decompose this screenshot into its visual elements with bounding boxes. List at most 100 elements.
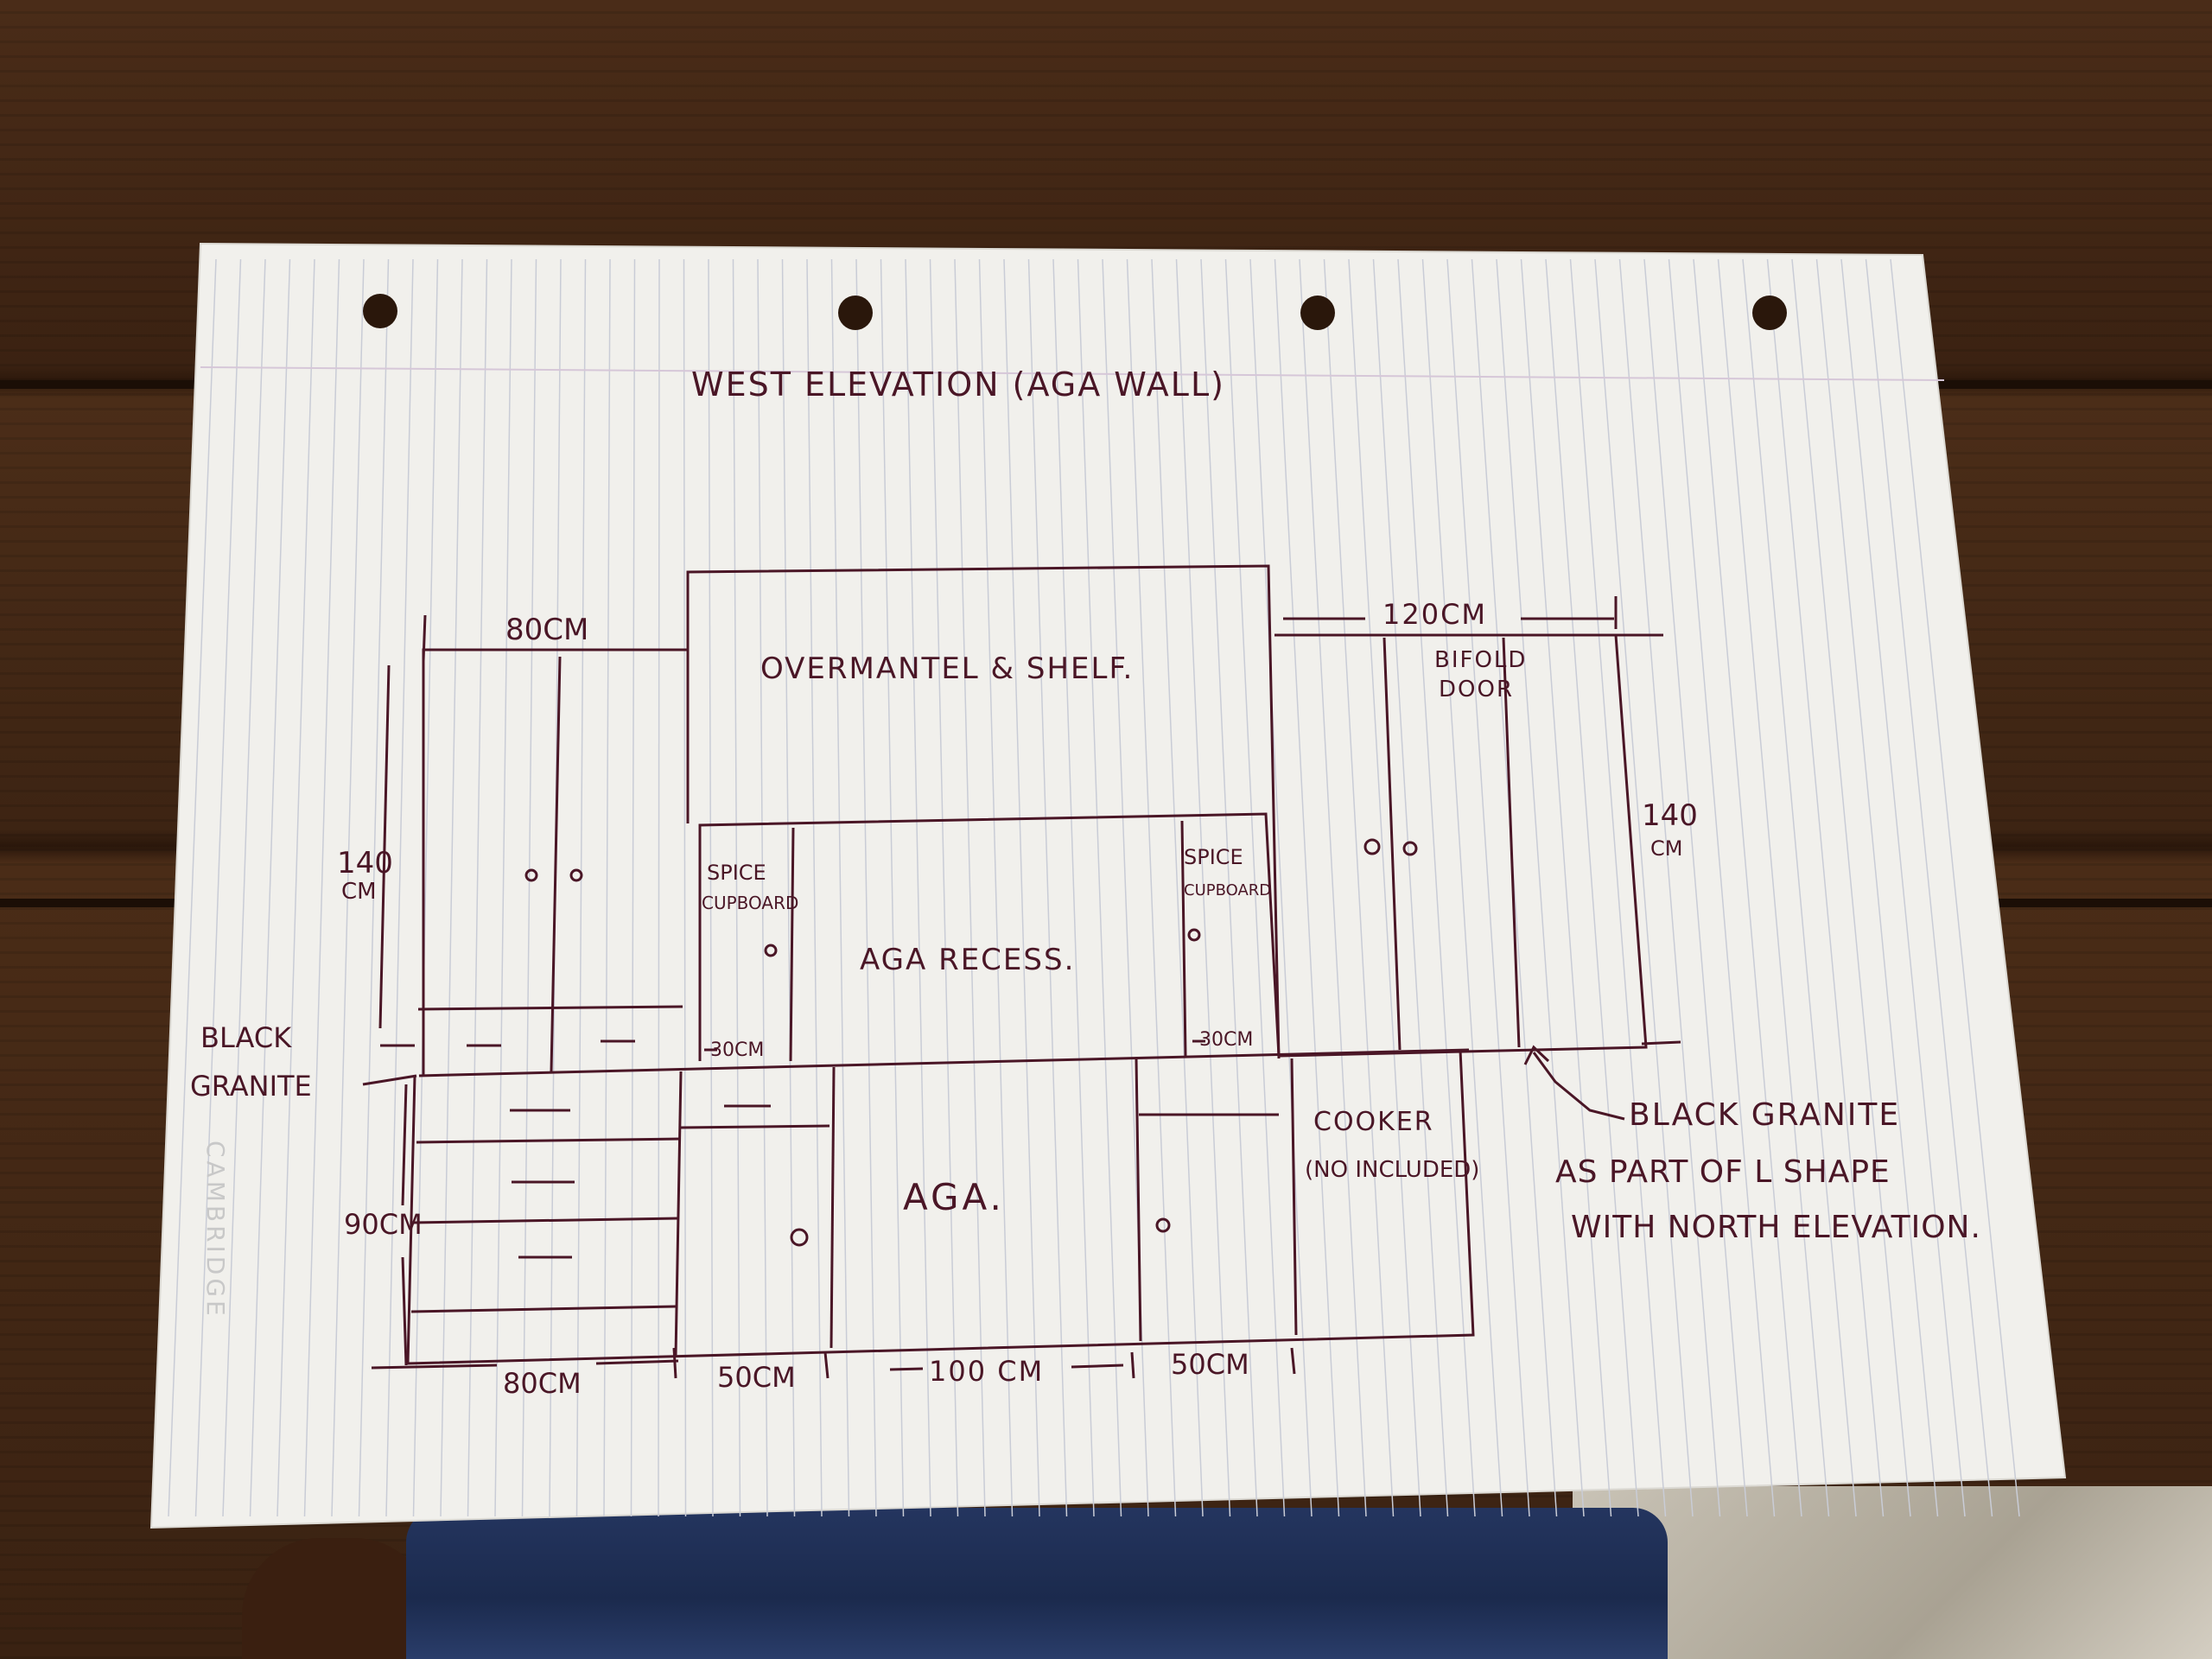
ruled-line	[929, 258, 959, 1517]
drawer-line	[410, 1305, 677, 1313]
ruled-line	[276, 258, 315, 1517]
drawer-line	[417, 1005, 683, 1011]
ruled-line	[303, 258, 340, 1517]
door-split	[550, 656, 562, 1072]
ruled-line	[1348, 258, 1421, 1517]
dim-left-height-unit: CM	[341, 879, 377, 905]
overmantel-outline	[686, 564, 1281, 1059]
ruled-line	[905, 258, 931, 1517]
knob	[1155, 1217, 1171, 1233]
dim-line	[401, 1084, 408, 1206]
ruled-line	[855, 258, 877, 1517]
unit-divider	[674, 1071, 683, 1357]
ruled-line	[1077, 258, 1122, 1517]
ruled-line	[732, 258, 741, 1517]
elevation-drawing	[362, 564, 1681, 1379]
page-title: WEST ELEVATION (AGA WALL)	[691, 365, 1225, 404]
dim-line	[1641, 1040, 1681, 1046]
ruled-line	[1052, 258, 1095, 1517]
ruled-line	[467, 258, 488, 1517]
cooker-label: COOKER	[1313, 1107, 1434, 1137]
ruled-line	[880, 258, 905, 1517]
ruled-line	[1742, 258, 1857, 1517]
ruled-line	[1126, 258, 1177, 1517]
dim-tick	[422, 614, 427, 662]
ruled-line	[1717, 258, 1830, 1517]
bifold-label: DOOR	[1439, 677, 1514, 702]
ruled-line	[1569, 258, 1667, 1517]
unit-divider	[830, 1066, 836, 1349]
dim-tick	[1130, 1351, 1135, 1379]
ruled-line	[978, 258, 1014, 1517]
bifold-label: BIFOLD	[1434, 647, 1527, 673]
ruled-line	[1274, 258, 1340, 1517]
dim-line	[1071, 1363, 1124, 1369]
ruled-line	[1224, 258, 1286, 1517]
granite-note: AS PART OF L SHAPE	[1555, 1154, 1891, 1190]
dim-top-right-width: 120CM	[1382, 598, 1487, 631]
ruled-line	[1175, 258, 1231, 1517]
ruled-line	[1397, 258, 1476, 1517]
granite-left-pointer	[362, 1074, 417, 1086]
ruled-line	[168, 258, 217, 1517]
punch-hole	[1300, 296, 1335, 330]
paper-brand-watermark: CAMBRIDGE	[201, 1141, 230, 1319]
dim-bottom-4: 50CM	[1171, 1348, 1249, 1381]
aga-recess-outline	[698, 812, 1281, 1061]
paper-sheet	[149, 242, 2067, 1529]
knob	[1363, 838, 1381, 855]
black-granite-left-label: BLACK	[200, 1021, 292, 1054]
spice-cupboard-right-label: CUPBOARD	[1184, 881, 1271, 899]
ruled-line	[1027, 258, 1068, 1517]
ruled-line	[1446, 258, 1530, 1517]
drawer-line	[416, 1137, 682, 1144]
ruled-line	[494, 258, 512, 1517]
door-split	[1502, 637, 1521, 1048]
ruled-line	[1151, 258, 1204, 1517]
ruled-line	[385, 258, 414, 1517]
cooker-note: (NO INCLUDED)	[1305, 1157, 1479, 1183]
ruled-line	[521, 258, 537, 1517]
dim-tick	[823, 1351, 830, 1379]
ruled-line	[1693, 258, 1802, 1517]
ruled-line	[412, 258, 439, 1517]
ruled-line	[1200, 258, 1258, 1517]
ruled-line	[249, 258, 291, 1517]
ruled-line	[1471, 258, 1558, 1517]
ruled-line	[1520, 258, 1612, 1517]
ruled-lines	[168, 258, 2020, 1517]
dim-line	[401, 1256, 408, 1366]
ruled-line	[806, 258, 823, 1517]
ruled-line	[1323, 258, 1395, 1517]
ruled-line	[757, 258, 768, 1517]
dim-right-height-unit: CM	[1650, 836, 1682, 861]
granite-note: WITH NORTH ELEVATION.	[1571, 1210, 1981, 1245]
ruled-line	[1791, 258, 1911, 1517]
drawer-line	[412, 1217, 679, 1224]
ruled-line	[575, 258, 587, 1517]
knob	[1402, 841, 1418, 856]
dim-bottom-2: 50CM	[717, 1361, 796, 1394]
dim-tick	[672, 1347, 677, 1379]
unit-divider	[1290, 1058, 1298, 1336]
ruled-line	[708, 258, 714, 1517]
ruled-line	[1890, 258, 2020, 1517]
dim-left-height: 140	[337, 846, 393, 880]
ruled-line	[1815, 258, 1939, 1517]
dim-line	[378, 664, 391, 1029]
punch-hole	[363, 294, 397, 328]
granite-worktop-line	[418, 1048, 1470, 1077]
dim-line	[595, 1359, 679, 1365]
knob	[764, 944, 778, 957]
ruled-line	[1299, 258, 1367, 1517]
knob	[569, 868, 583, 882]
ruled-line	[1643, 258, 1748, 1517]
black-granite-left-label: GRANITE	[190, 1070, 312, 1103]
lap	[406, 1508, 1668, 1659]
ruled-line	[1545, 258, 1639, 1517]
ruled-line	[1668, 258, 1776, 1517]
punch-hole	[1752, 296, 1787, 330]
ruled-line	[1594, 258, 1694, 1517]
dim-bottom-3: 100 CM	[929, 1355, 1044, 1388]
